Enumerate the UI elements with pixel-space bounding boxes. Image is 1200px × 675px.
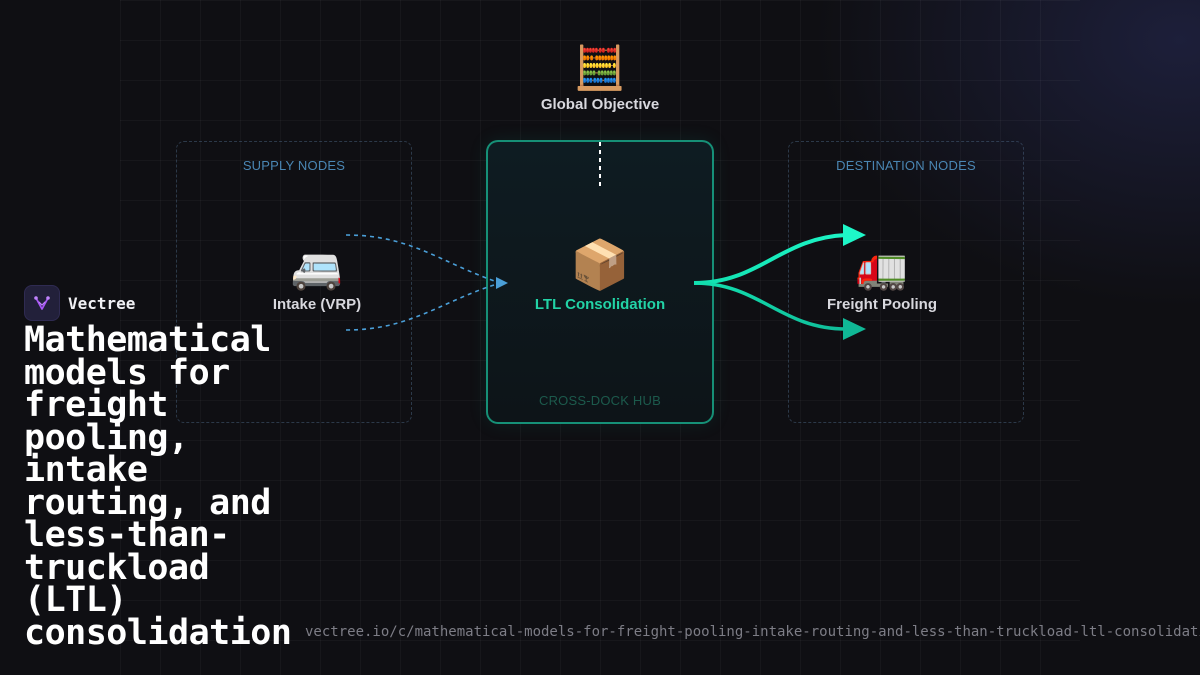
ltl-consolidation-label: LTL Consolidation <box>534 296 666 313</box>
package-icon: 📦 <box>570 239 630 292</box>
vectree-logo-icon <box>24 285 60 321</box>
ltl-consolidation-node: 📦 LTL Consolidation <box>500 238 700 313</box>
global-objective-label: Global Objective <box>540 96 660 113</box>
destination-nodes-title: DESTINATION NODES <box>836 158 976 173</box>
supply-nodes-title: SUPPLY NODES <box>242 158 346 173</box>
global-objective-node: 🧮 Global Objective <box>500 44 700 113</box>
minibus-icon: 🚐 <box>290 244 344 291</box>
page-url: vectree.io/c/mathematical-models-for-fre… <box>305 624 1200 640</box>
brand: Vectree <box>24 285 135 321</box>
intake-node: 🚐 Intake (VRP) <box>217 244 417 313</box>
freight-pooling-label: Freight Pooling <box>827 296 937 313</box>
intake-label: Intake (VRP) <box>272 296 362 313</box>
brand-name: Vectree <box>68 293 136 313</box>
cross-dock-hub-label: CROSS-DOCK HUB <box>539 393 661 408</box>
articulated-lorry-icon: 🚛 <box>855 244 909 291</box>
freight-pooling-node: 🚛 Freight Pooling <box>782 244 982 313</box>
abacus-icon: 🧮 <box>573 44 627 91</box>
page-title: Mathematical models for freight pooling,… <box>24 320 292 653</box>
